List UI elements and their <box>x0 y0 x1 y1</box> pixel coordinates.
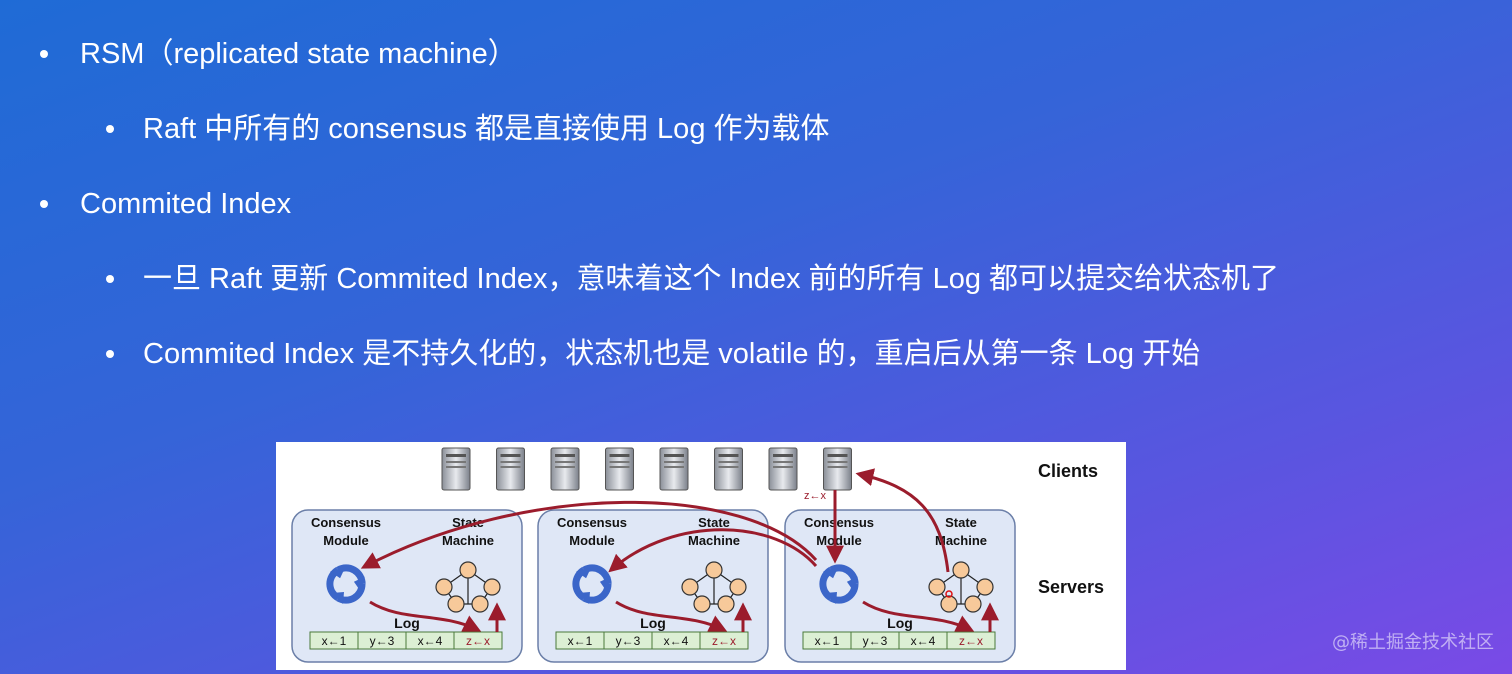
bullet-dot <box>106 125 114 133</box>
bullet-text: Commited Index 是不持久化的，状态机也是 volatile 的，重… <box>143 338 1201 370</box>
clients-label: Clients <box>1038 461 1098 481</box>
client-server-icon <box>659 447 689 491</box>
log-append-arrow <box>615 600 728 632</box>
bullet-commit-update: 一旦 Raft 更新 Commited Index，意味着这个 Index 前的… <box>106 261 1280 297</box>
state-machine-graph <box>681 561 747 613</box>
svg-text:z←x: z←x <box>712 634 736 648</box>
servers-label: Servers <box>1038 577 1104 597</box>
svg-text:y←3: y←3 <box>863 634 888 648</box>
bullet-text: Commited Index <box>80 188 292 220</box>
bullet-text: Raft 中所有的 consensus 都是直接使用 Log 作为载体 <box>143 113 830 145</box>
server-label: State <box>452 515 484 530</box>
server-label: State <box>945 515 977 530</box>
bullet-dot <box>40 200 48 208</box>
bullet-volatile: Commited Index 是不持久化的，状态机也是 volatile 的，重… <box>106 336 1201 372</box>
bullet-dot <box>106 350 114 358</box>
svg-text:y←3: y←3 <box>616 634 641 648</box>
server-label: Module <box>816 533 862 548</box>
bullet-commited-index: Commited Index <box>40 186 292 222</box>
client-server-icon <box>550 447 580 491</box>
log-entry: x←1 <box>555 631 605 650</box>
replicate-arrow-server1 <box>360 500 818 569</box>
log-entry: x←1 <box>309 631 359 650</box>
svg-text:y←3: y←3 <box>370 634 395 648</box>
log-entry: x←1 <box>802 631 852 650</box>
client-machines <box>441 447 852 491</box>
log-entry: x←4 <box>651 631 701 650</box>
log-entry: z←x <box>453 631 503 650</box>
client-command-label: z←x <box>804 490 827 502</box>
svg-text:x←1: x←1 <box>815 634 840 648</box>
svg-text:x←4: x←4 <box>418 634 443 648</box>
state-machine-graph <box>928 561 994 613</box>
bullet-rsm: RSM（replicated state machine） <box>40 36 517 72</box>
log-append-arrow <box>862 600 975 632</box>
svg-text:z←x: z←x <box>466 634 490 648</box>
server-label: Machine <box>442 533 494 548</box>
server-label: Machine <box>688 533 740 548</box>
svg-text:x←4: x←4 <box>664 634 689 648</box>
consensus-cycle-icon <box>572 564 612 604</box>
client-response-arrow <box>855 468 950 573</box>
client-server-icon <box>768 447 798 491</box>
bullet-raft-consensus: Raft 中所有的 consensus 都是直接使用 Log 作为载体 <box>106 111 830 147</box>
log-label: Log <box>640 615 666 631</box>
log-append-arrow <box>369 600 482 632</box>
watermark: @稀土掘金技术社区 <box>1332 632 1494 653</box>
replicate-arrow-server2 <box>608 528 818 573</box>
server-label: Module <box>323 533 369 548</box>
state-machine-graph <box>435 561 501 613</box>
log-entry: y←3 <box>603 631 653 650</box>
bullet-dot <box>106 275 114 283</box>
svg-text:x←4: x←4 <box>911 634 936 648</box>
client-server-icon <box>714 447 743 491</box>
server-label: Consensus <box>557 515 627 530</box>
server-label: Consensus <box>804 515 874 530</box>
client-server-icon <box>496 447 525 491</box>
server-label: State <box>698 515 730 530</box>
svg-text:x←1: x←1 <box>322 634 347 648</box>
log-label: Log <box>887 615 913 631</box>
log-label: Log <box>394 615 420 631</box>
cursor-marker <box>945 590 953 598</box>
log-entry: z←x <box>946 631 996 650</box>
server-label: Module <box>569 533 615 548</box>
server-label: Consensus <box>311 515 381 530</box>
svg-text:x←1: x←1 <box>568 634 593 648</box>
client-server-icon <box>605 447 634 491</box>
bullet-dot <box>40 50 48 58</box>
server-label: Machine <box>935 533 987 548</box>
bullet-text: 一旦 Raft 更新 Commited Index，意味着这个 Index 前的… <box>143 263 1280 295</box>
log-entry: y←3 <box>357 631 407 650</box>
log-entry: x←4 <box>405 631 455 650</box>
client-server-icon <box>823 447 852 491</box>
consensus-cycle-icon <box>326 564 366 604</box>
svg-text:z←x: z←x <box>959 634 983 648</box>
message-arrows <box>360 468 953 598</box>
log-entry: x←4 <box>898 631 948 650</box>
client-server-icon <box>441 447 471 491</box>
consensus-cycle-icon <box>819 564 859 604</box>
log-entry: y←3 <box>850 631 900 650</box>
bullet-text: RSM（replicated state machine） <box>80 38 517 70</box>
log-entry: z←x <box>699 631 749 650</box>
